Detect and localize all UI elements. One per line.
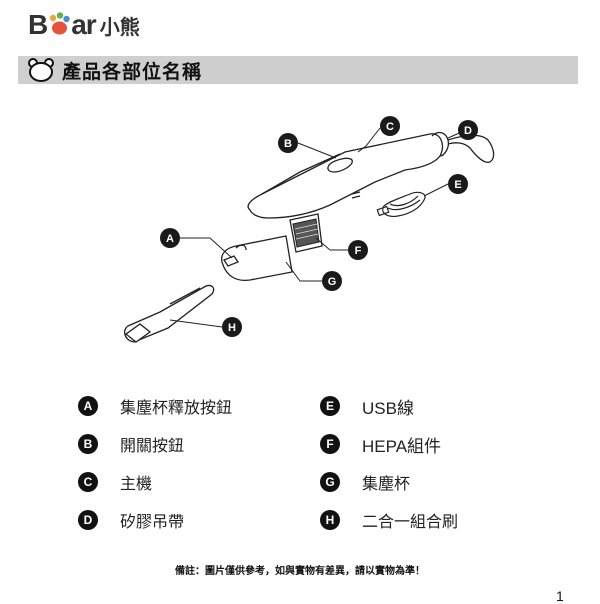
silicone-strap-drawing	[447, 134, 495, 163]
legend-badge-a: A	[78, 396, 98, 416]
legend-badge-b: B	[78, 434, 98, 454]
dust-cup-drawing	[220, 235, 293, 282]
legend-badge-h: H	[320, 510, 340, 530]
callout-D: D	[458, 120, 478, 140]
legend-label-c: 主機	[120, 474, 153, 493]
svg-text:D: D	[464, 125, 472, 137]
product-parts-diagram: A B C D E F G H	[123, 116, 495, 343]
legend-item-b: B 開關按鈕	[78, 433, 184, 455]
callout-G: G	[322, 271, 342, 291]
legend-item-c: C 主機	[78, 471, 152, 493]
logo-letters-ar: ar	[71, 9, 96, 40]
legend-badge-c: C	[78, 472, 98, 492]
page-title: 產品各部位名稱	[62, 60, 203, 83]
bear-face-icon	[28, 58, 54, 82]
legend-badge-f: F	[320, 434, 340, 454]
legend-label-h: 二合一組合刷	[362, 512, 459, 531]
legend-label-d: 矽膠吊帶	[120, 512, 185, 531]
legend-label-e: USB線	[362, 398, 414, 418]
legend-item-f: F HEPA組件	[320, 433, 442, 456]
svg-text:G: G	[328, 276, 337, 288]
brand-logo: B ar 小熊	[28, 8, 140, 42]
legend-item-e: E USB線	[320, 395, 414, 418]
section-title-bar: 產品各部位名稱	[18, 56, 578, 84]
disclaimer-note: 備註：圖片僅供參考，如與實物有差異，請以實物為準！	[175, 566, 425, 577]
legend-label-f: HEPA組件	[362, 436, 442, 456]
page-number: 1	[556, 588, 564, 604]
svg-text:F: F	[355, 245, 362, 257]
usb-cable-drawing	[376, 191, 426, 217]
paw-icon	[50, 12, 70, 35]
callout-C: C	[380, 116, 400, 136]
legend-label-g: 集塵杯	[362, 474, 411, 493]
legend-badge-d: D	[78, 510, 98, 530]
legend-label-a: 集塵杯釋放按鈕	[120, 398, 233, 417]
legend-item-g: G 集塵杯	[320, 471, 410, 493]
legend-badge-e: E	[320, 396, 340, 416]
logo-letter-b: B	[28, 9, 48, 40]
hepa-filter-drawing	[289, 213, 323, 253]
callout-B: B	[278, 133, 298, 153]
svg-text:A: A	[166, 233, 174, 245]
svg-text:B: B	[284, 138, 292, 150]
logo-chinese-name: 小熊	[99, 14, 140, 39]
legend-item-h: H 二合一組合刷	[320, 509, 458, 531]
combo-brush-drawing	[123, 284, 215, 343]
main-unit-drawing	[247, 131, 450, 219]
callout-E: E	[448, 174, 468, 194]
legend-item-d: D 矽膠吊帶	[78, 509, 184, 531]
legend-label-b: 開關按鈕	[120, 436, 185, 455]
legend-badge-g: G	[320, 472, 340, 492]
callout-H: H	[222, 317, 242, 337]
svg-text:E: E	[454, 179, 461, 191]
callout-F: F	[348, 240, 368, 260]
legend-item-a: A 集塵杯釋放按鈕	[78, 395, 232, 417]
callout-A: A	[160, 228, 180, 248]
svg-text:C: C	[386, 121, 394, 133]
svg-text:H: H	[228, 322, 236, 334]
